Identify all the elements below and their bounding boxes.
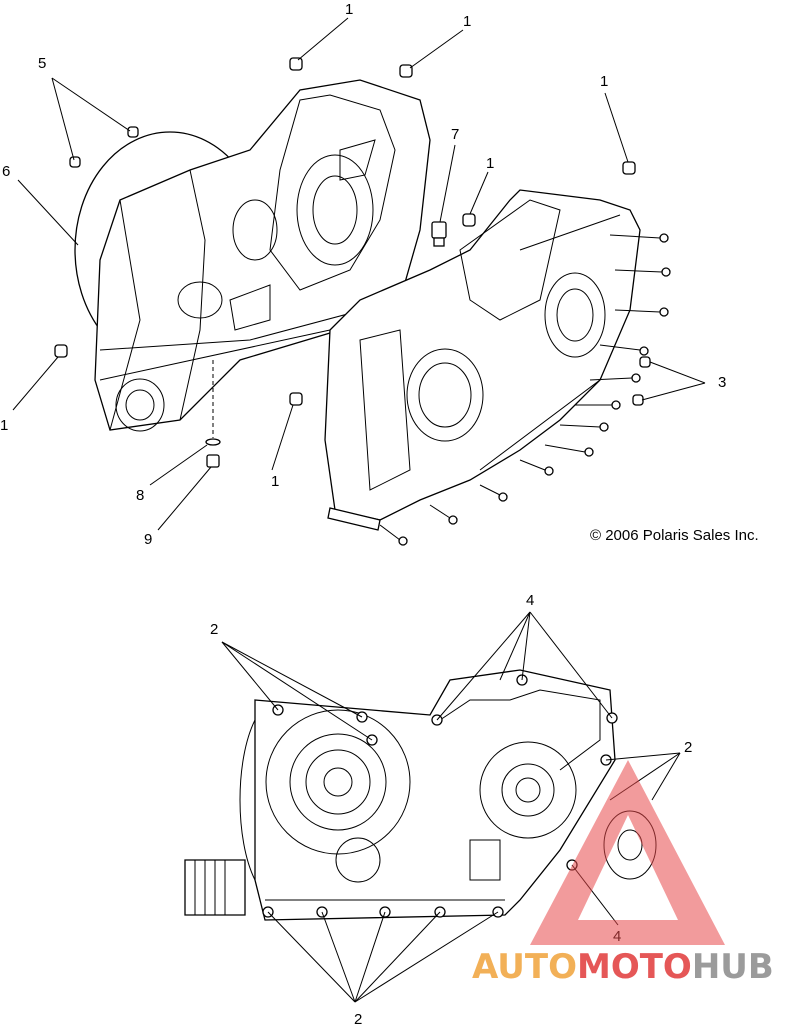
callout-2: 2 — [210, 621, 218, 638]
small-dowels-5 — [69, 126, 139, 168]
watermark-auto: AUTO — [472, 947, 577, 987]
callout-8: 8 — [136, 487, 144, 504]
left-crankcase-half — [74, 79, 431, 432]
drain-washer-and-plug — [205, 360, 221, 468]
watermark-moto: MOTO — [577, 947, 692, 987]
callout-2: 2 — [684, 739, 692, 756]
dowel-pins — [54, 57, 636, 406]
callout-7: 7 — [451, 126, 459, 143]
callout-2: 2 — [354, 1011, 362, 1028]
case-bolts-3 — [379, 233, 671, 546]
svg-text:AUTOMOTOHUB: AUTOMOTOHUB — [472, 947, 774, 987]
automotohub-watermark: AUTOMOTOHUB — [472, 760, 774, 987]
watermark-triangle — [530, 760, 725, 945]
plug-7 — [431, 221, 447, 247]
leader-lines — [12, 17, 706, 1003]
callout-1: 1 — [0, 417, 8, 434]
callout-1: 1 — [345, 1, 353, 18]
small-pins-3 — [632, 356, 651, 406]
callout-1: 1 — [600, 73, 608, 90]
callout-1: 1 — [463, 13, 471, 30]
callout-6: 6 — [2, 163, 10, 180]
callout-5: 5 — [38, 55, 46, 72]
right-crankcase-half — [324, 189, 641, 531]
callout-4: 4 — [526, 592, 534, 609]
callout-3: 3 — [718, 374, 726, 391]
callout-1: 1 — [486, 155, 494, 172]
watermark-hub: HUB — [692, 947, 774, 987]
callout-9: 9 — [144, 531, 152, 548]
callout-1: 1 — [271, 473, 279, 490]
copyright-notice: © 2006 Polaris Sales Inc. — [590, 527, 759, 544]
